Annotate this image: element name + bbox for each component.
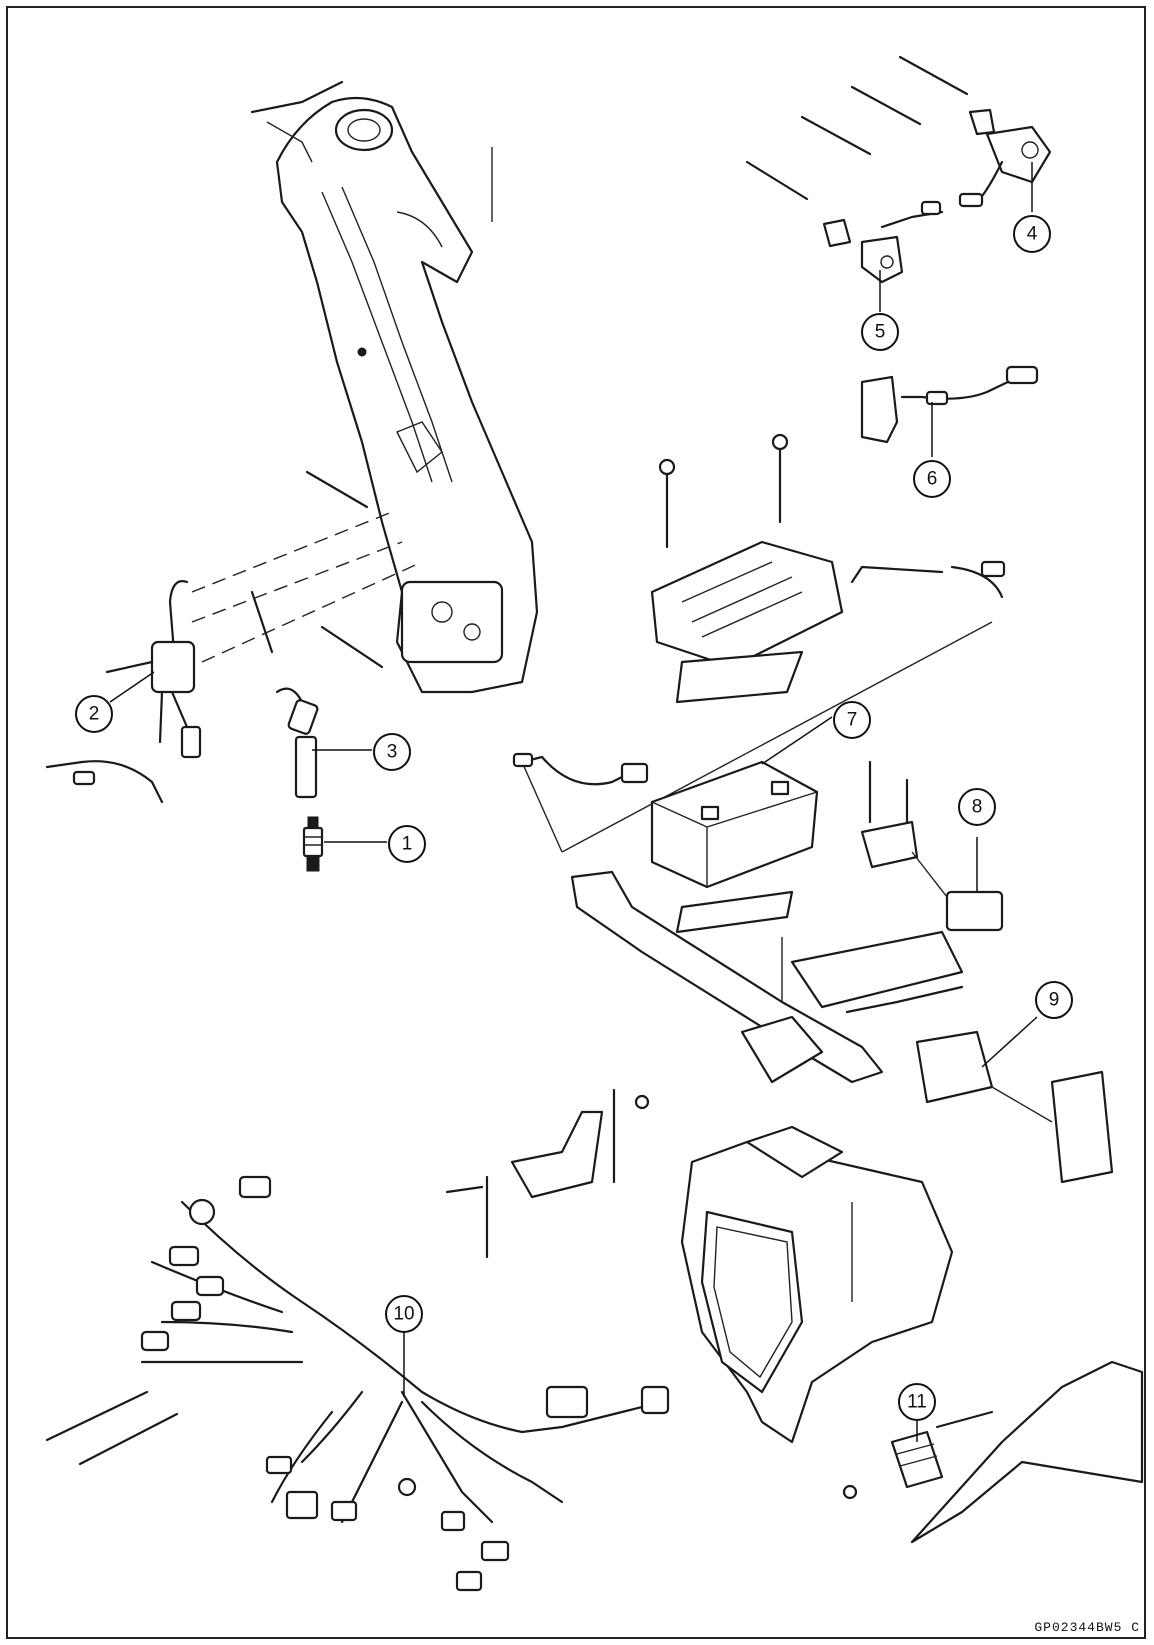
cable-ties-bottom	[45, 1390, 179, 1466]
ecu-harness	[521, 560, 1006, 853]
callout-4-label: 4	[1027, 224, 1038, 245]
front-bracket	[445, 1088, 650, 1259]
exploded-parts-diagram: 1 2 3 4 5 6 7 8 9 10 11	[45, 55, 1144, 1592]
callout-5: 5	[861, 313, 899, 351]
callout-7: 7	[833, 701, 871, 739]
callout-11-label: 11	[907, 1392, 927, 1413]
frame-bolts	[250, 470, 384, 669]
callout-6: 6	[913, 460, 951, 498]
ecu-cover	[650, 433, 844, 704]
callout-6-label: 6	[927, 469, 938, 490]
callout-10: 10	[385, 1295, 423, 1333]
module-9	[915, 1030, 1114, 1184]
callout-7-label: 7	[847, 710, 858, 731]
alignment-lines	[191, 511, 423, 663]
headlight-housing	[680, 1125, 954, 1444]
callout-2: 2	[75, 695, 113, 733]
leader-lines	[109, 162, 1038, 1442]
callout-9: 9	[1035, 981, 1073, 1019]
callout-3-label: 3	[387, 742, 398, 763]
subframe	[570, 870, 964, 1084]
switch-5	[822, 200, 944, 284]
plug-cap	[275, 687, 319, 799]
sensor-6	[860, 365, 1039, 444]
switch-4	[958, 108, 1052, 208]
callout-9-label: 9	[1049, 990, 1060, 1011]
main-wiring-harness	[140, 1175, 670, 1592]
diagram-frame: 1 2 3 4 5 6 7 8 9 10 11	[6, 6, 1146, 1639]
callout-8: 8	[958, 788, 996, 826]
cable-ties-top	[745, 55, 969, 201]
callout-1-label: 1	[402, 834, 413, 855]
callout-8-label: 8	[972, 797, 983, 818]
callout-2-label: 2	[89, 704, 100, 725]
spark-plug	[302, 816, 324, 872]
relay-bracket	[860, 760, 1004, 932]
ignition-coil	[45, 580, 202, 804]
regulator-area	[842, 1360, 1144, 1544]
callout-3: 3	[373, 733, 411, 771]
callout-1: 1	[388, 825, 426, 863]
callout-10-label: 10	[393, 1304, 414, 1325]
callout-11: 11	[898, 1383, 936, 1421]
callout-5-label: 5	[875, 322, 886, 343]
callout-4: 4	[1013, 215, 1051, 253]
battery	[512, 752, 819, 934]
figure-code: GP02344BW5 C	[1034, 1620, 1140, 1635]
main-frame	[250, 80, 539, 694]
